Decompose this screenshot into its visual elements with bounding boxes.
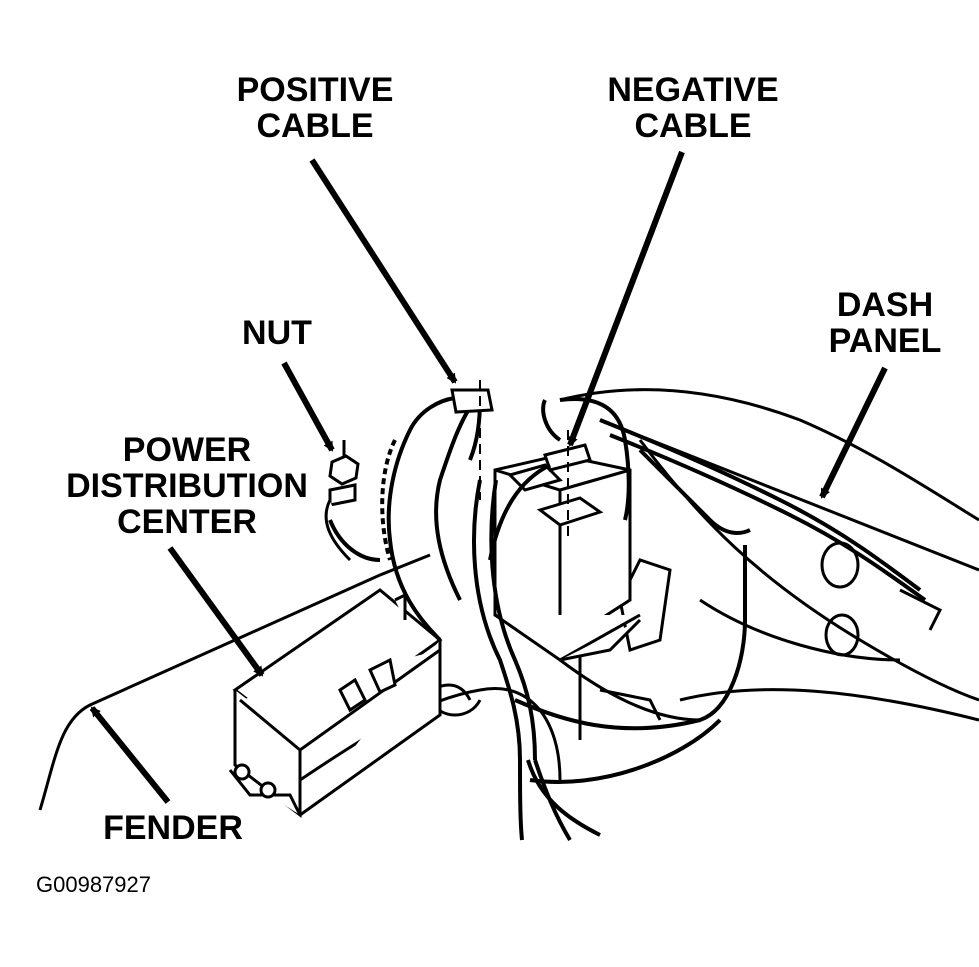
positive-cable [328,380,494,642]
label-dash-panel-line1: DASH [836,286,934,324]
label-fender-text: FENDER [103,809,243,847]
arrow-nut [281,361,335,452]
arrow-positive-cable [309,158,458,384]
power-distribution-center [228,588,443,819]
leader-arrows [89,150,888,804]
label-pdc-line1: POWER [122,431,252,469]
label-positive-cable: POSITIVE CABLE [220,72,410,144]
label-negative-cable-line2: CABLE [634,107,752,145]
fender-outline [38,553,431,811]
label-pdc-line3: CENTER [117,503,257,541]
label-power-distribution-center: POWER DISTRIBUTION CENTER [62,432,312,540]
arrow-negative-cable [567,150,685,447]
label-negative-cable: NEGATIVE CABLE [588,72,798,144]
battery [493,453,642,662]
label-positive-cable-line1: POSITIVE [236,71,394,109]
label-pdc-line2: DISTRIBUTION [66,467,308,505]
label-fender: FENDER [88,810,258,846]
label-nut: NUT [222,315,332,351]
label-dash-panel-line2: PANEL [828,322,942,360]
arrow-dash-panel [819,366,888,499]
wiring-harness [472,418,927,842]
label-dash-panel: DASH PANEL [810,287,960,359]
arrow-fender [89,706,171,804]
label-negative-cable-line1: NEGATIVE [607,71,779,109]
arrow-power-distribution-center [167,546,265,677]
nut [324,440,360,562]
label-nut-text: NUT [242,314,312,352]
label-positive-cable-line2: CABLE [256,107,374,145]
figure-id: G00987927 [36,872,151,897]
